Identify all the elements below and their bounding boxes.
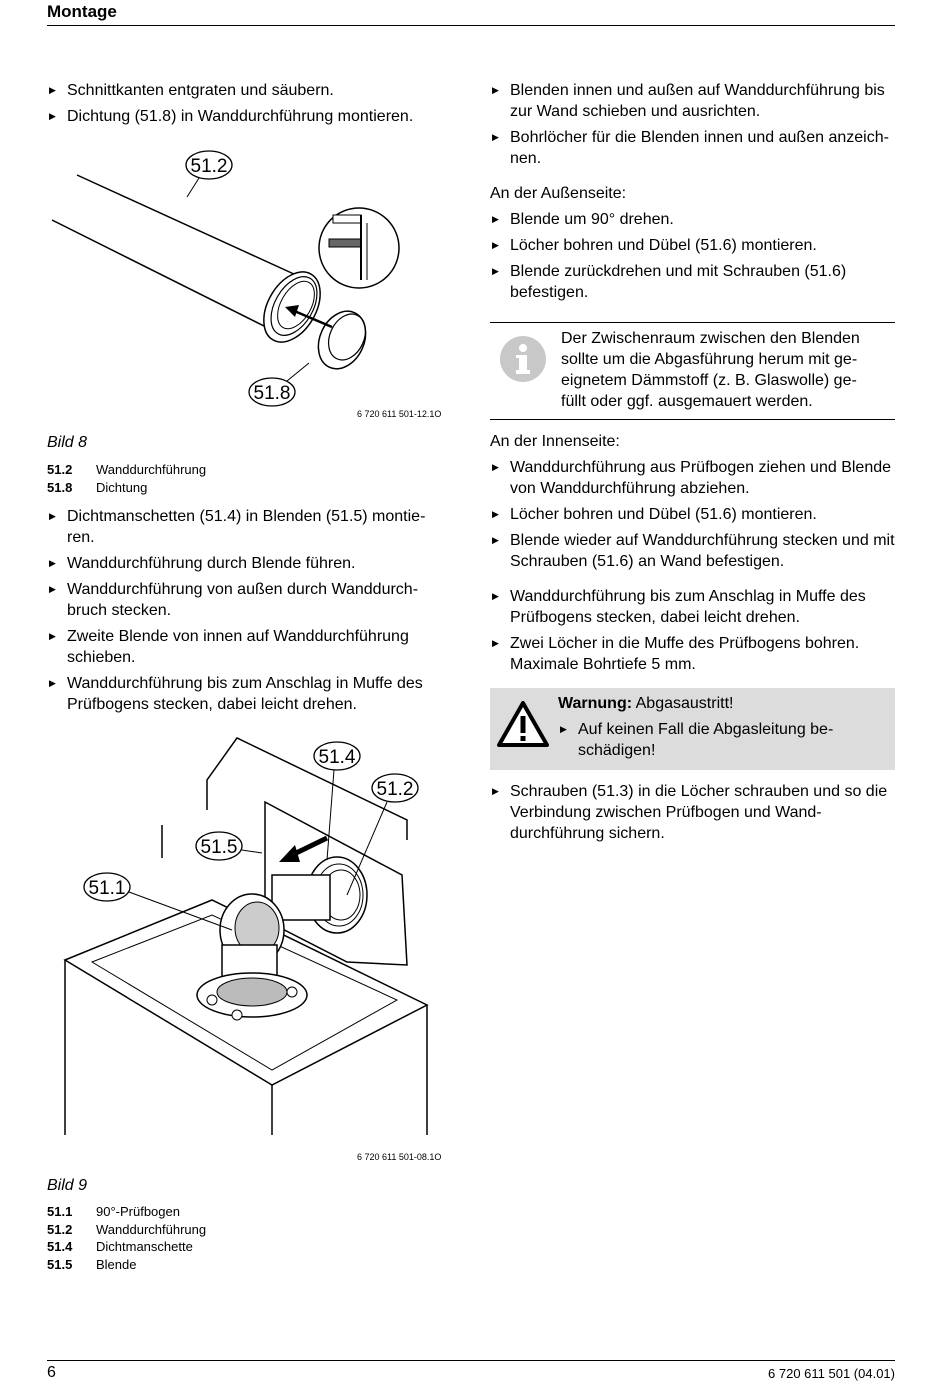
- warning-box: Warnung: Abgasaustritt! Auf keinen Fall …: [490, 688, 895, 770]
- figure-8-illustration: 51.2 51.8: [51, 150, 400, 407]
- step-item: Zwei Löcher in die Muffe des Prüfbogens …: [490, 633, 895, 675]
- figure-9-legend: 51.1 90°-Prüfbogen 51.2 Wanddurchführung…: [47, 1203, 206, 1273]
- step-item: Blende zurückdrehen und mit Schrauben (5…: [490, 261, 895, 303]
- legend-text: Blende: [96, 1256, 137, 1272]
- warning-text: Abgasaustritt!: [635, 695, 734, 712]
- legend-num: 51.2: [47, 1221, 73, 1237]
- step-item: Blende um 90° drehen.: [490, 209, 895, 230]
- step-item: Zweite Blende von innen auf Wanddurchfüh…: [47, 626, 447, 668]
- callout-51-2: 51.2: [191, 156, 228, 177]
- legend-text: Wanddurchführung: [96, 1221, 207, 1237]
- footer-rule: [47, 1360, 895, 1361]
- step-item: Wanddurchführung durch Blende führen.: [47, 553, 447, 574]
- left-steps-mid: Dichtmanschetten (51.4) in Blenden (51.5…: [47, 506, 447, 720]
- step-item: Wanddurchführung von außen durch Wanddur…: [47, 579, 447, 621]
- right-steps-e: Schrauben (51.3) in die Löcher schrauben…: [490, 781, 895, 849]
- step-item: Blenden innen und außen auf Wanddurchfüh…: [490, 80, 895, 122]
- step-item: Wanddurchführung bis zum Anschlag in Muf…: [47, 673, 447, 715]
- warning-title: Warnung: Abgasaustritt!: [558, 693, 733, 714]
- warning-icon: [497, 701, 549, 747]
- warning-steps: Auf keinen Fall die Abgasleitung be-schä…: [558, 719, 878, 766]
- figure-8-legend: 51.2 Wanddurchführung 51.8 Dichtung: [47, 461, 206, 496]
- info-icon: [500, 336, 546, 382]
- callout-51-1: 51.1: [89, 878, 126, 899]
- right-steps-d: Wanddurchführung bis zum Anschlag in Muf…: [490, 586, 895, 680]
- legend-text: Dichtung: [96, 479, 148, 495]
- legend-row: 51.5 Blende: [47, 1256, 206, 1274]
- step-item: Löcher bohren und Dübel (51.6) montieren…: [490, 504, 895, 525]
- right-steps-c: Wanddurchführung aus Prüfbogen ziehen un…: [490, 457, 895, 577]
- step-item: Auf keinen Fall die Abgasleitung be-schä…: [558, 719, 878, 761]
- legend-text: Wanddurchführung: [96, 462, 207, 477]
- step-item: Dichtung (51.8) in Wanddurchführung mont…: [47, 106, 447, 127]
- page-header-title: Montage: [47, 2, 117, 21]
- step-item: Schnittkanten entgraten und säubern.: [47, 80, 447, 101]
- legend-num: 51.8: [47, 479, 73, 495]
- legend-row: 51.2 Wanddurchführung: [47, 1221, 206, 1239]
- info-note: Der Zwischenraum zwischen den Blenden so…: [490, 322, 895, 420]
- warning-label: Warnung:: [558, 695, 633, 712]
- legend-text: Dichtmanschette: [96, 1239, 193, 1254]
- legend-num: 51.1: [47, 1204, 73, 1219]
- figure-8-code: 6 720 611 501-12.1O: [357, 409, 442, 419]
- step-item: Wanddurchführung bis zum Anschlag in Muf…: [490, 586, 895, 628]
- step-item: Bohrlöcher für die Blenden innen und auß…: [490, 127, 895, 169]
- header-rule: [47, 25, 895, 26]
- legend-row: 51.8 Dichtung: [47, 479, 206, 497]
- outside-label: An der Außenseite:: [490, 185, 627, 202]
- figure-9-code: 6 720 611 501-08.1O: [357, 1152, 442, 1162]
- inside-label: An der Innenseite:: [490, 433, 620, 450]
- legend-row: 51.4 Dichtmanschette: [47, 1238, 206, 1256]
- legend-num: 51.2: [47, 462, 73, 477]
- step-item: Blende wieder auf Wanddurchführung steck…: [490, 530, 895, 572]
- callout-51-4: 51.4: [319, 747, 356, 768]
- legend-row: 51.1 90°-Prüfbogen: [47, 1203, 206, 1221]
- left-steps-top: Schnittkanten entgraten und säubern. Dic…: [47, 80, 447, 132]
- info-note-text: Der Zwischenraum zwischen den Blenden so…: [561, 330, 860, 410]
- step-item: Wanddurchführung aus Prüfbogen ziehen un…: [490, 457, 895, 499]
- right-steps-a: Blenden innen und außen auf Wanddurchfüh…: [490, 80, 895, 174]
- figure-9-illustration: 51.4 51.2 51.5 51.1: [63, 737, 429, 1135]
- figure-9-caption: Bild 9: [47, 1177, 88, 1194]
- figure-8-caption: Bild 8: [47, 434, 88, 451]
- step-item: Löcher bohren und Dübel (51.6) montieren…: [490, 235, 895, 256]
- page-number: 6: [47, 1364, 56, 1381]
- document-number: 6 720 611 501 (04.01): [768, 1366, 895, 1381]
- callout-51-2-b: 51.2: [377, 779, 414, 800]
- legend-num: 51.5: [47, 1256, 73, 1272]
- callout-51-5: 51.5: [201, 837, 238, 858]
- step-item: Schrauben (51.3) in die Löcher schrauben…: [490, 781, 895, 844]
- legend-row: 51.2 Wanddurchführung: [47, 461, 206, 479]
- right-steps-b: Blende um 90° drehen. Löcher bohren und …: [490, 209, 895, 308]
- callout-51-8: 51.8: [254, 383, 291, 404]
- legend-num: 51.4: [47, 1239, 73, 1254]
- legend-text: 90°-Prüfbogen: [96, 1204, 180, 1219]
- step-item: Dichtmanschetten (51.4) in Blenden (51.5…: [47, 506, 447, 548]
